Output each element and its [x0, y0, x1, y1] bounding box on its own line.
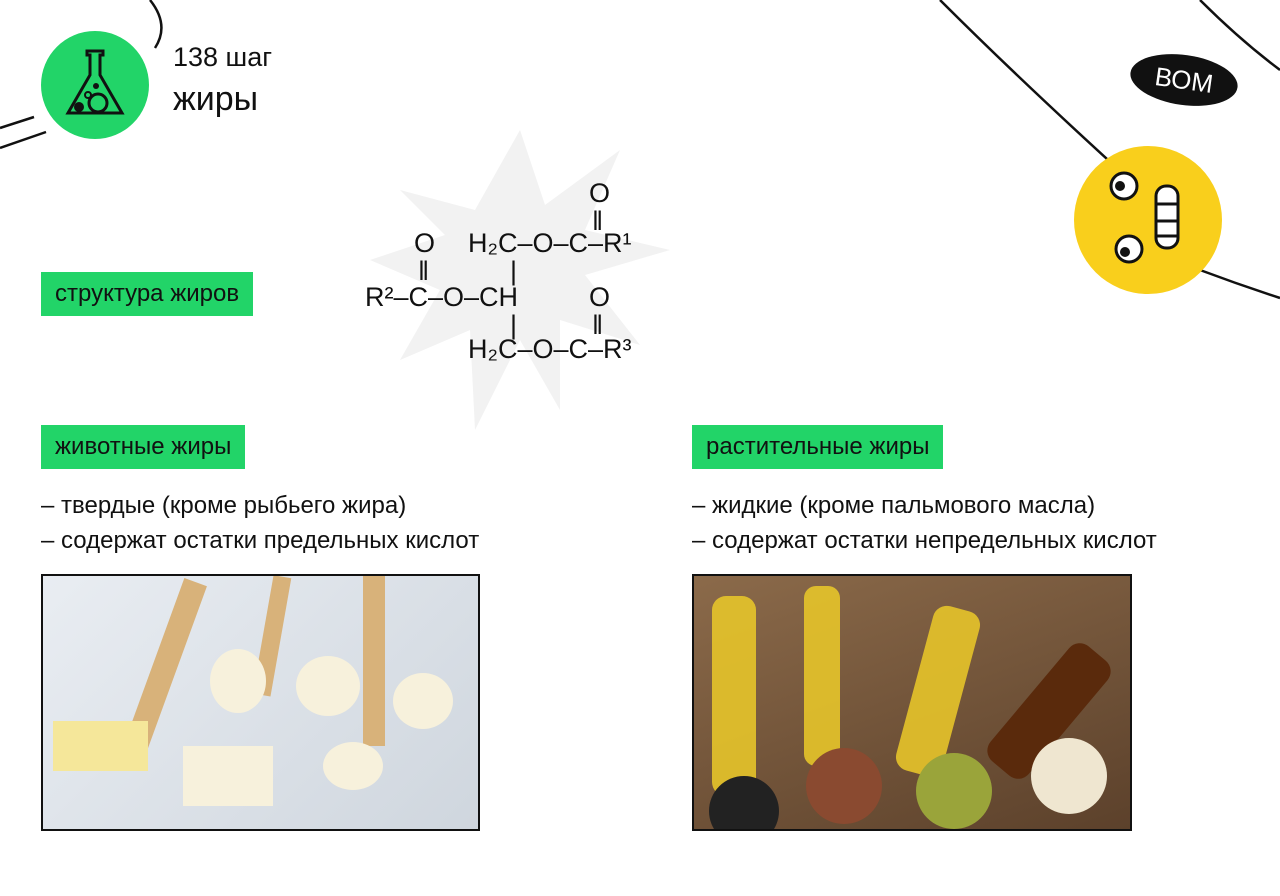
formula-o2: O — [414, 228, 436, 258]
animal-fats-photo — [41, 574, 480, 831]
structure-label: структура жиров — [41, 272, 254, 316]
formula-dbl2: ǁ — [418, 256, 430, 286]
animal-point: – твердые (кроме рыбьего жира) — [41, 492, 407, 519]
formula-o3: O — [589, 282, 611, 312]
animal-point: – содержат остатки предельных кислот — [41, 527, 480, 554]
plant-fats-label: растительные жиры — [692, 425, 944, 469]
vegetable-oils-photo — [692, 574, 1132, 831]
smiley-face-icon — [1074, 146, 1222, 294]
formula-dbl3: ǁ — [592, 310, 604, 340]
formula-row1: H₂C–O–C–R¹ — [468, 228, 632, 258]
plant-point: – содержат остатки непредельных кислот — [692, 527, 1157, 554]
formula-row3: H₂C–O–C–R³ — [468, 334, 632, 364]
formula-dbl1: ǁ — [592, 206, 604, 236]
step-number: 138 шаг — [173, 42, 273, 72]
page-title: жиры — [173, 80, 259, 118]
animal-fats-label: животные жиры — [41, 425, 246, 469]
formula-bond2: | — [510, 310, 518, 340]
plant-point: – жидкие (кроме пальмового масла) — [692, 492, 1096, 519]
formula-row2: R²–C–O–CH — [365, 282, 519, 312]
formula-o1: O — [589, 178, 611, 208]
formula-bond1: | — [510, 256, 518, 286]
flask-icon — [41, 31, 149, 139]
